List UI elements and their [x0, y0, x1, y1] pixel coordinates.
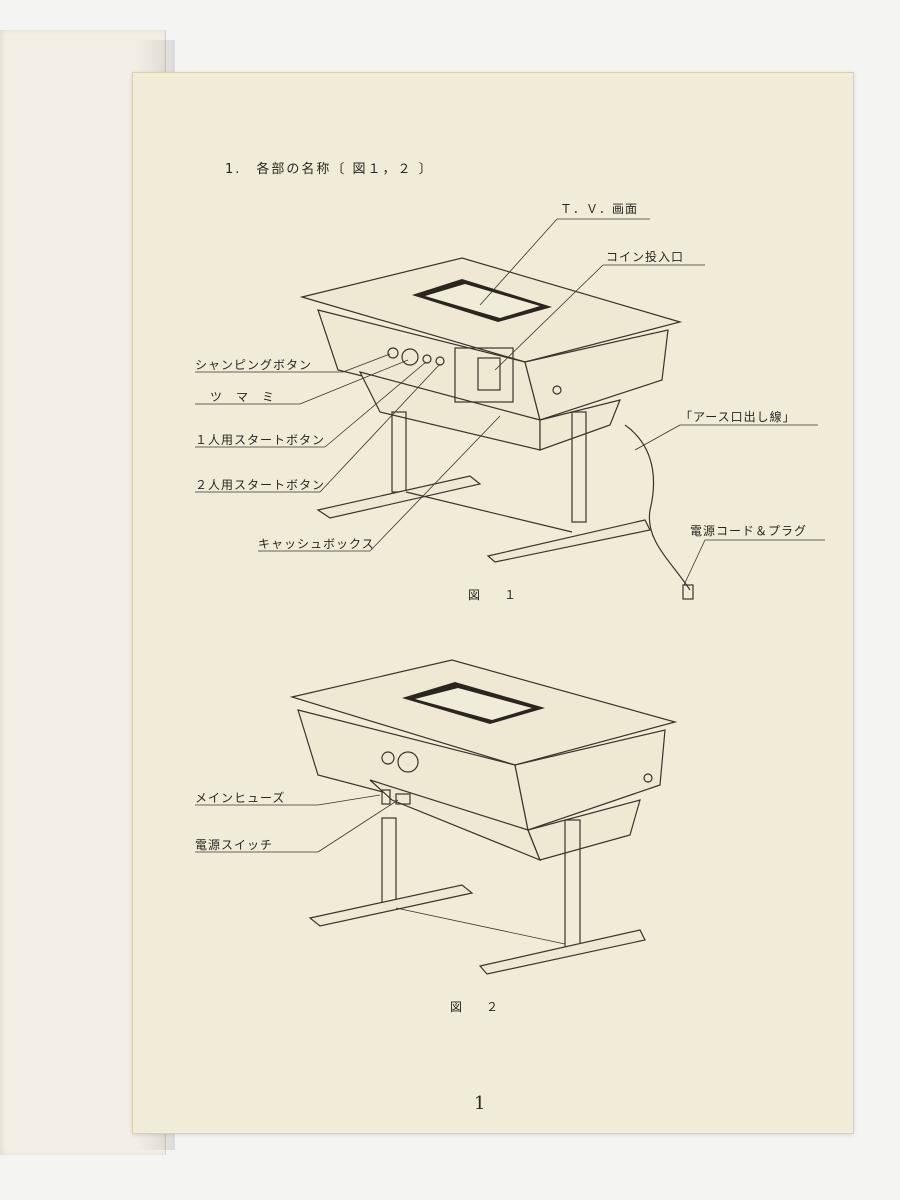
label-power-switch: 電源スイッチ: [195, 838, 274, 852]
figure-2-cabinet: [195, 659, 678, 975]
label-coin-slot: コイン投入口: [606, 250, 685, 264]
figure-2-caption: 図 ２: [450, 1000, 505, 1014]
manual-page: [132, 72, 854, 1134]
section-title: 1. 各部の名称〔 図１，２ 〕: [225, 162, 434, 177]
label-ground-wire: 「アース口出し線」: [680, 410, 796, 424]
label-power-cord: 電源コード＆プラグ: [690, 524, 808, 538]
label-knob: ツ マ ミ: [210, 390, 276, 404]
label-start-2p: ２人用スタートボタン: [195, 478, 326, 492]
label-tv-screen: Ｔ．Ｖ．画面: [560, 202, 639, 216]
label-cash-box: キャッシュボックス: [258, 537, 375, 551]
label-shanping-button: シャンピングボタン: [195, 358, 313, 372]
label-main-fuse: メインヒューズ: [195, 791, 286, 805]
figure-1-cabinet: [195, 218, 825, 600]
label-start-1p: １人用スタートボタン: [195, 433, 326, 447]
figure-1-caption: 図 １: [468, 588, 523, 602]
page-number: 1: [474, 1093, 487, 1114]
